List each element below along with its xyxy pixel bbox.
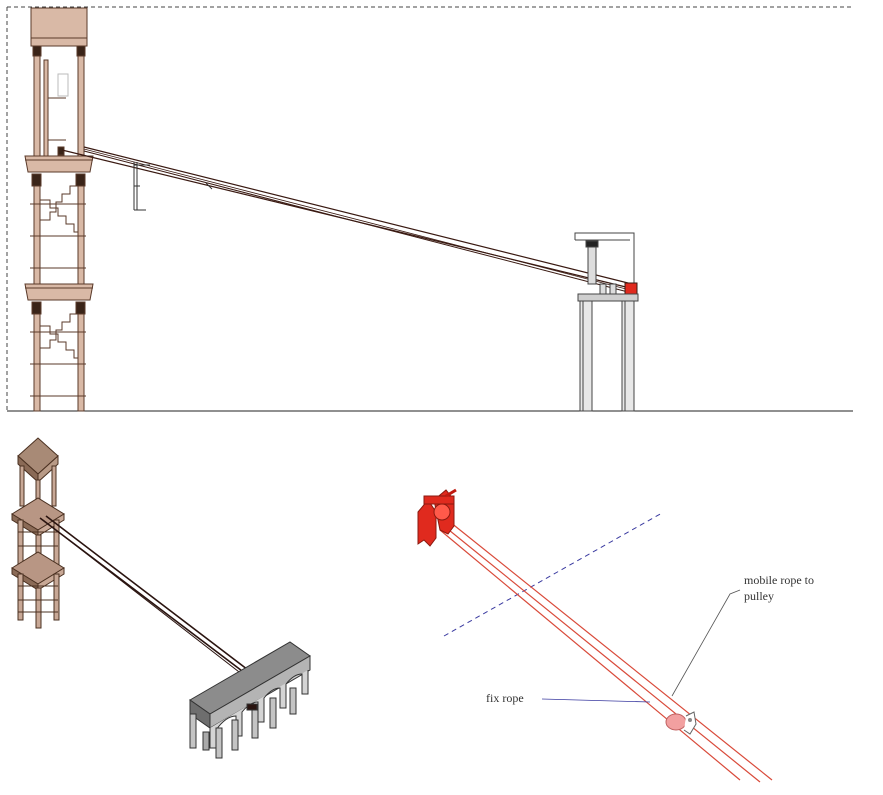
tower-elevation: [24, 7, 94, 412]
winch-drum: [433, 503, 451, 521]
rope-detail-a: [443, 525, 761, 783]
station-deck: [577, 293, 639, 302]
tower-winch: [57, 146, 65, 156]
tower-column-mid-right: [77, 185, 85, 285]
ropes-elevation: [61, 146, 633, 293]
rope-detail-b: [449, 521, 773, 781]
tower-column-mid-left: [33, 185, 41, 285]
tower-column-lower-right: [77, 313, 85, 412]
detail-view: mobile rope to pulley fix rope: [417, 488, 814, 783]
mobile-rope-leader: [671, 589, 741, 697]
receiving-station-elevation: [574, 232, 639, 412]
arcade-axonometric: [189, 641, 311, 759]
winch-detail: [417, 488, 457, 547]
arcade-side: [209, 655, 311, 729]
hanging-carriage: [133, 162, 213, 211]
tower-column-upper-left: [33, 55, 41, 157]
dashed-reference-line: [443, 512, 663, 637]
tower-stair-mid: [40, 199, 78, 233]
station-winch-red: [624, 282, 638, 296]
tower-column-upper-right: [77, 55, 85, 157]
station-crane: [574, 232, 635, 290]
pulley-detail: [665, 711, 697, 735]
pulley-body: [665, 713, 687, 731]
axonometric-view: [11, 437, 311, 759]
mobile-rope-label-line2: pulley: [744, 589, 774, 603]
tower-column-lower-left: [33, 313, 41, 412]
tower-platform-lower: [24, 283, 94, 301]
station-leg-left: [579, 300, 593, 412]
rope-axo-b: [45, 515, 257, 677]
winch-frame-left: [417, 499, 437, 547]
tower-platform-upper: [24, 155, 94, 173]
tower-stair-lower: [40, 325, 78, 359]
ropes-detail: [439, 521, 773, 783]
tower-axonometric: [11, 437, 65, 629]
rope-line-c: [83, 150, 629, 293]
station-leg-right: [621, 300, 635, 412]
fix-rope-leader: [541, 698, 651, 703]
tower-roof-block: [30, 7, 88, 47]
ropes-axonometric: [39, 515, 257, 683]
mobile-rope-label-line1: mobile rope to: [744, 573, 814, 587]
rope-line-b: [83, 146, 633, 285]
elevation-view: [6, 6, 853, 412]
fix-rope-label: fix rope: [486, 691, 524, 705]
